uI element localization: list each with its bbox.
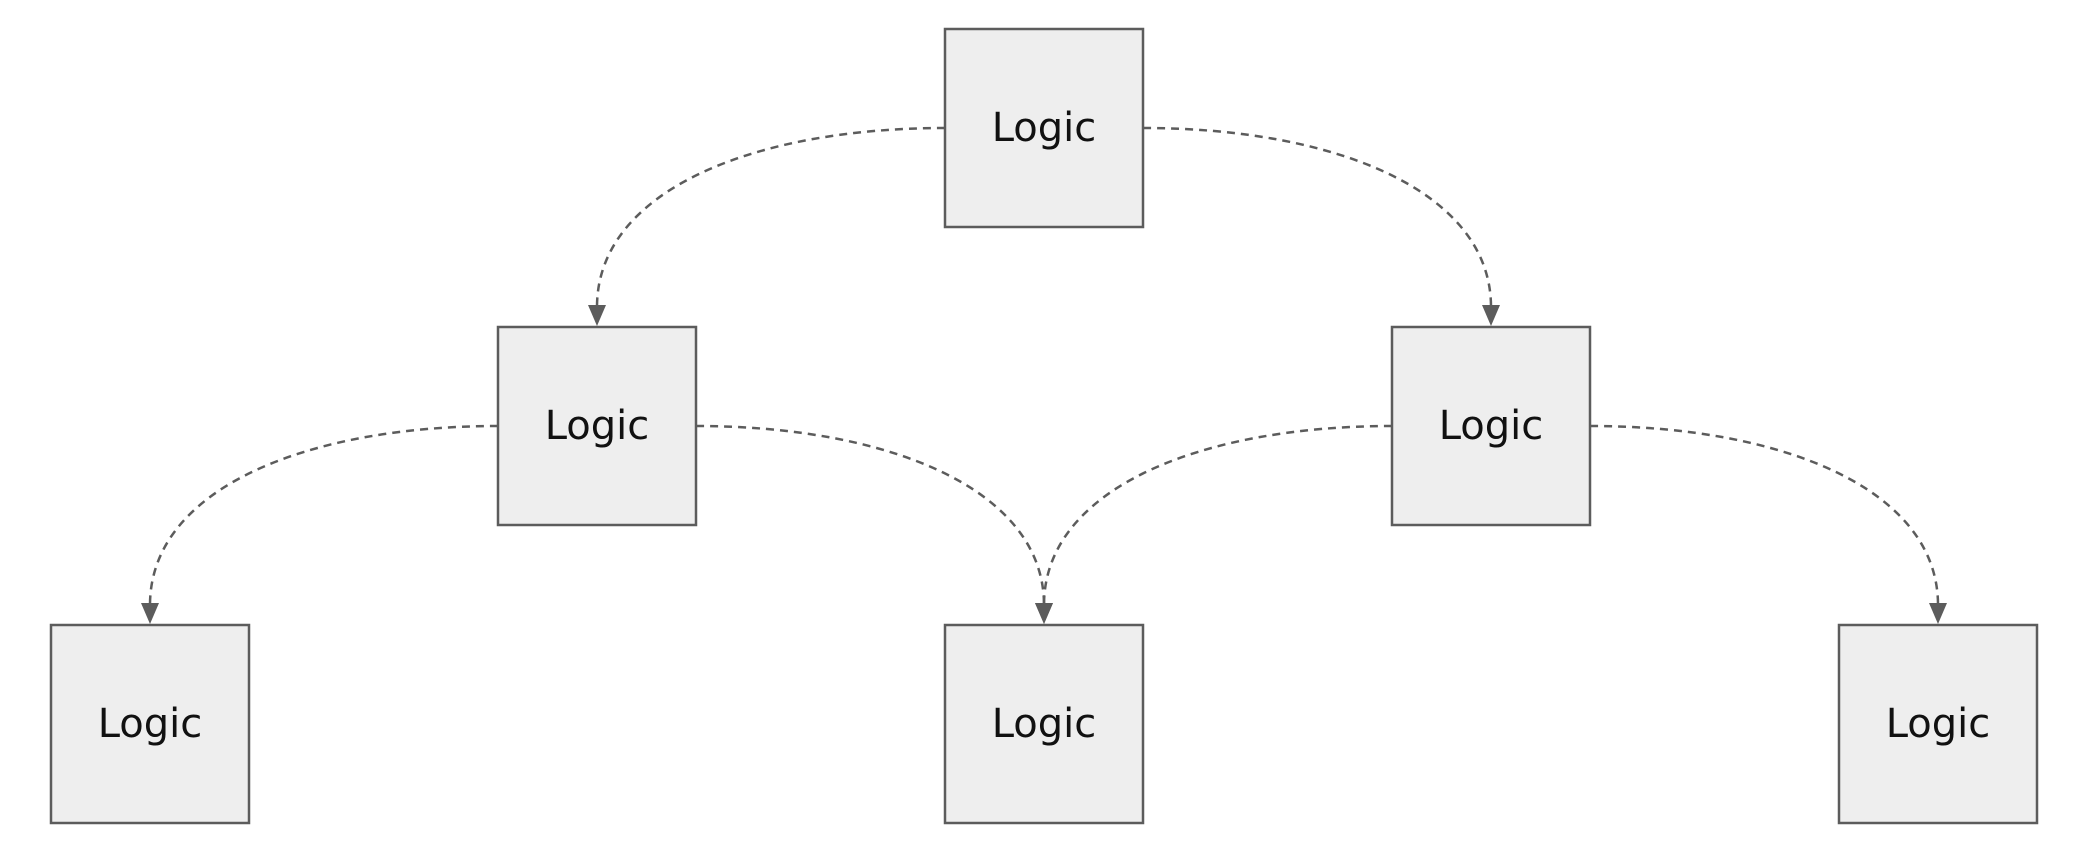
node-label: Logic: [992, 105, 1097, 151]
node-label: Logic: [1439, 403, 1544, 449]
node-bottom-left: Logic: [49, 623, 251, 825]
arrowhead-icon: [1035, 603, 1053, 624]
node-box: [943, 623, 1145, 825]
arrowhead-icon: [1929, 603, 1947, 624]
edge-mid-right-to-bottom-right: [1589, 424, 1947, 624]
node-top: Logic: [943, 27, 1145, 229]
node-box: [943, 27, 1145, 229]
node-box: [49, 623, 251, 825]
edge-mid-left-to-bottom-center: [695, 424, 1053, 624]
edge-mid-left-to-bottom-left: [141, 424, 499, 624]
edge-line: [1042, 424, 1393, 606]
edge-line: [148, 424, 499, 606]
node-box: [1837, 623, 2039, 825]
arrowhead-icon: [141, 603, 159, 624]
node-mid-left: Logic: [496, 325, 698, 527]
node-label: Logic: [98, 701, 203, 747]
node-label: Logic: [545, 403, 650, 449]
arrowhead-icon: [588, 305, 606, 326]
node-label: Logic: [1886, 701, 1991, 747]
node-mid-right: Logic: [1390, 325, 1592, 527]
node-bottom-center: Logic: [943, 623, 1145, 825]
edge-mid-right-to-bottom-center: [1035, 424, 1393, 624]
arrowhead-icon: [1482, 305, 1500, 326]
node-box: [1390, 325, 1592, 527]
node-box: [496, 325, 698, 527]
node-label: Logic: [992, 701, 1097, 747]
edge-top-to-mid-left: [588, 126, 946, 326]
edges-layer: [141, 126, 1947, 624]
edge-line: [1589, 424, 1940, 606]
edge-line: [595, 126, 946, 308]
edge-top-to-mid-right: [1142, 126, 1500, 326]
edge-line: [1142, 126, 1493, 308]
node-bottom-right: Logic: [1837, 623, 2039, 825]
edge-line: [695, 424, 1046, 606]
